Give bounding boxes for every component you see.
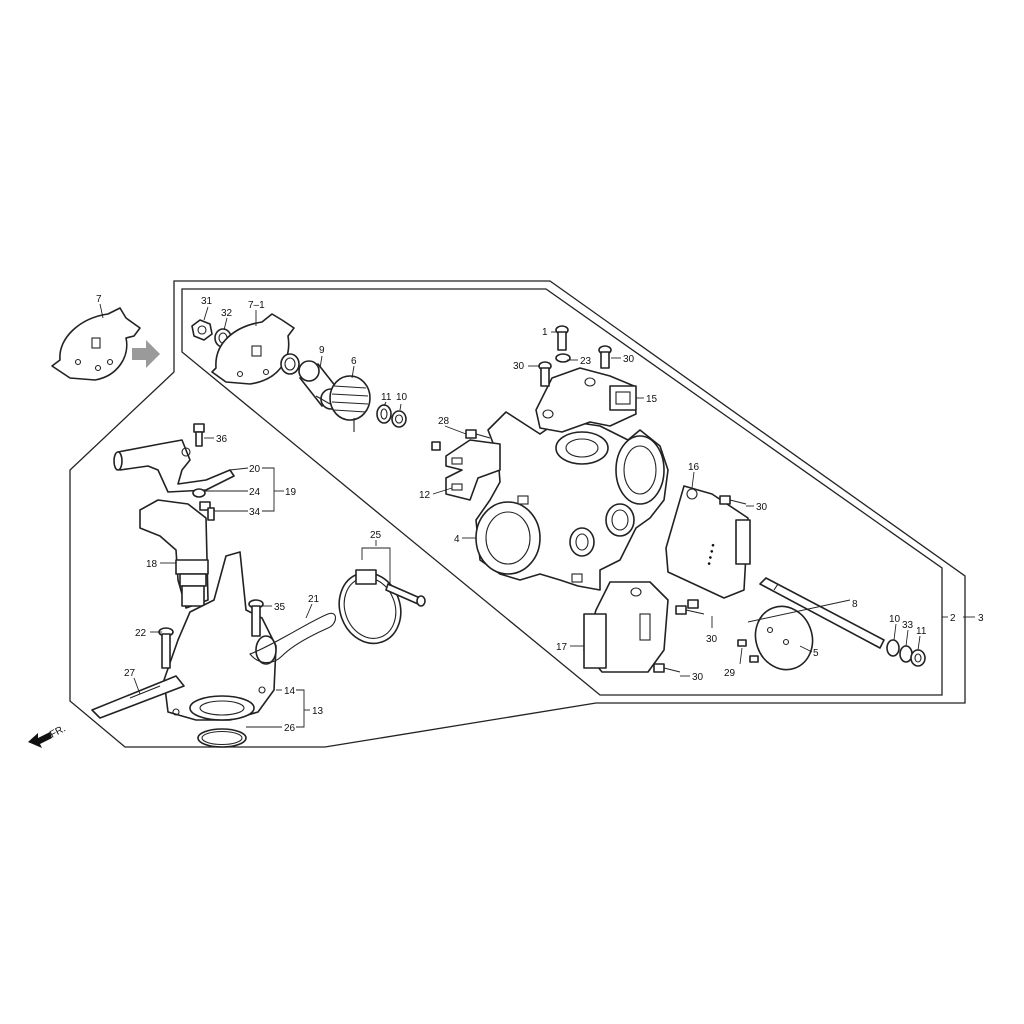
- return-spring: [315, 375, 371, 432]
- callout-18: 18: [146, 559, 158, 570]
- svg-text:• • • •: • • • •: [704, 542, 720, 567]
- throttle-body-assembly-frame: [181, 288, 943, 696]
- joint-o-ring: [192, 488, 206, 498]
- callout-28: 28: [438, 416, 450, 427]
- mounting-bracket: [445, 439, 501, 501]
- hose-clip: [249, 612, 337, 664]
- callout-20: 20: [249, 464, 261, 475]
- callout-17: 17: [556, 642, 568, 653]
- callout-30-e: 30: [692, 672, 704, 683]
- fuel-injector: [139, 499, 209, 609]
- callout-21: 21: [308, 594, 320, 605]
- manifold-o-ring: [197, 728, 247, 748]
- throttle-cam-plate: [211, 313, 295, 385]
- map-sensor-unit: [583, 581, 669, 673]
- fuel-pipe-joint: [113, 439, 235, 493]
- callout-35: 35: [274, 602, 286, 613]
- throttle-position-sensor-top: [535, 367, 637, 433]
- callout-3: 3: [978, 613, 984, 624]
- o-ring: [555, 353, 571, 363]
- injector-bolt: [248, 599, 264, 637]
- washer: [376, 404, 392, 424]
- callout-30-a: 30: [513, 361, 525, 372]
- idle-air-control-unit: • • • •: [665, 485, 751, 599]
- callout-11-right: 11: [916, 626, 927, 637]
- manifold-bolt: [158, 627, 174, 669]
- throttle-cam-plate-outer: [51, 307, 141, 381]
- throttle-shaft: [759, 577, 885, 649]
- callout-2: 2: [950, 613, 956, 624]
- callout-15: 15: [646, 394, 658, 405]
- joint-bolt: [193, 423, 205, 447]
- callout-24: 24: [249, 487, 261, 498]
- callout-25: 25: [370, 530, 382, 541]
- oil-seal: [391, 410, 407, 428]
- hose-band: [338, 569, 402, 645]
- shaft-washers: [886, 639, 926, 667]
- sensor-bolt: [598, 345, 612, 369]
- bracket-screw: [431, 441, 441, 451]
- cable-stay: [91, 675, 185, 719]
- callout-36: 36: [216, 434, 228, 445]
- callout-19: 19: [285, 487, 297, 498]
- callout-10-right: 10: [889, 614, 901, 625]
- valve-screws: [737, 639, 759, 663]
- callout-16: 16: [688, 462, 700, 473]
- throttle-valve-plate: [754, 605, 814, 671]
- callout-13: 13: [312, 706, 324, 717]
- callout-27: 27: [124, 668, 136, 679]
- callout-33: 33: [902, 620, 914, 631]
- callout-34: 34: [249, 507, 261, 518]
- callout-23: 23: [580, 356, 592, 367]
- unit-bolt: [719, 495, 747, 505]
- callout-10-top: 10: [396, 392, 408, 403]
- callout-31: 31: [201, 296, 213, 307]
- callout-30-d: 30: [706, 634, 718, 645]
- joint-screw: [199, 501, 215, 521]
- callout-11-top: 11: [381, 392, 392, 403]
- callout-8: 8: [852, 599, 858, 610]
- bracket-bolt: [465, 429, 491, 439]
- front-label: FR.: [48, 723, 67, 740]
- callout-5: 5: [813, 648, 819, 659]
- callout-26: 26: [284, 723, 296, 734]
- outer-assembly-frame: [69, 280, 966, 748]
- callout-6: 6: [351, 356, 357, 367]
- throttle-body: [475, 411, 669, 591]
- callout-29: 29: [724, 668, 736, 679]
- callout-4: 4: [454, 534, 460, 545]
- callout-1: 1: [542, 327, 548, 338]
- sensor-screw: [555, 325, 569, 351]
- callout-labels: 7 31 32 7–1 9 6 11 10 1 30 23 30 15 28 1…: [96, 294, 984, 734]
- callout-7-1: 7–1: [248, 300, 265, 311]
- leader-lines: [99, 303, 975, 728]
- lock-nut: [191, 319, 213, 341]
- callout-7-outer: 7: [96, 294, 102, 305]
- sensor-bolt: [538, 361, 552, 387]
- callout-14: 14: [284, 686, 296, 697]
- callout-22: 22: [135, 628, 147, 639]
- spring-collar: [280, 353, 300, 375]
- direction-arrow-icon: [132, 340, 160, 368]
- callout-30-b: 30: [623, 354, 635, 365]
- callout-30-c: 30: [756, 502, 768, 513]
- front-direction-marker: FR.: [28, 723, 68, 748]
- sensor-bolts: [653, 599, 705, 673]
- callout-12: 12: [419, 490, 431, 501]
- band-screw: [385, 583, 426, 607]
- callout-32: 32: [221, 308, 233, 319]
- intake-manifold: [163, 551, 277, 721]
- callout-9: 9: [319, 345, 325, 356]
